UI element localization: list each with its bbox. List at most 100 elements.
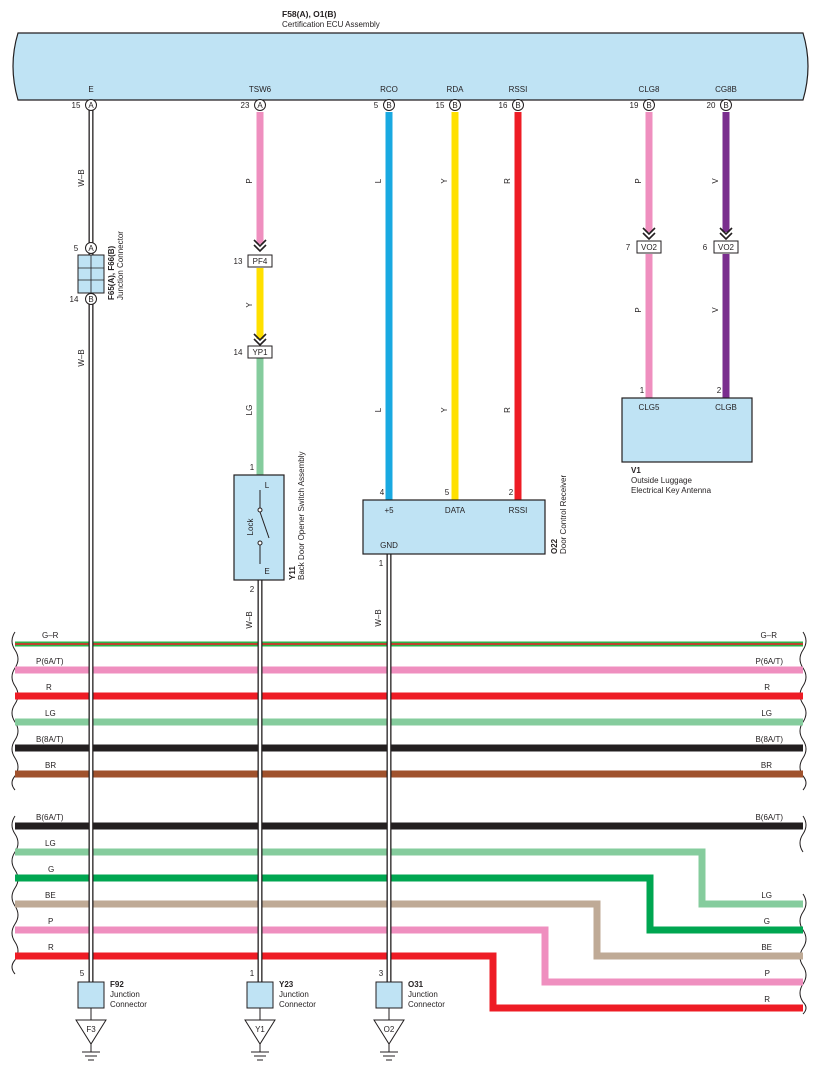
hu-label-right-3: LG xyxy=(761,709,772,718)
label-e-wb-top: W–B xyxy=(77,169,86,186)
o31-ref: O31 xyxy=(408,980,424,989)
hu-label-left-3: LG xyxy=(45,709,56,718)
hu-label-right-5: BR xyxy=(761,761,772,770)
f65-name: Junction Connector xyxy=(116,231,125,300)
ground-f3-label: F3 xyxy=(86,1025,96,1034)
connector-yp1: YP1 14 xyxy=(234,333,273,359)
connector-vo2-6: VO2 6 xyxy=(703,227,739,254)
pf4-name: PF4 xyxy=(253,257,268,266)
hl-label-left-1: G xyxy=(48,865,54,874)
f65-pin-top: 5 xyxy=(74,244,79,253)
harness-lower xyxy=(15,822,803,1012)
svg-text:B: B xyxy=(386,101,391,110)
ground-icon xyxy=(82,1044,100,1061)
label-rco-l1: L xyxy=(374,178,383,183)
v1-label-clg5: CLG5 xyxy=(639,403,660,412)
y11-pin-bottom: 2 xyxy=(250,585,255,594)
label-gnd-wb: W–B xyxy=(374,609,383,626)
pin-label-cg8b: CG8B xyxy=(715,85,737,94)
ecu-pin-clg8-num: 19 xyxy=(630,101,639,110)
label-rda-y2: Y xyxy=(440,407,449,413)
ground-icon xyxy=(380,1044,398,1061)
label-tsw-p: P xyxy=(245,178,254,183)
vo2-7-pin: 7 xyxy=(626,243,631,252)
ecu-pin-rco: B 5 xyxy=(374,99,395,111)
svg-text:A: A xyxy=(257,101,263,110)
ecu-name: Certification ECU Assembly xyxy=(282,20,380,29)
hu-label-left-0: G–R xyxy=(42,631,59,640)
pin-label-e: E xyxy=(88,85,93,94)
ecu-pin-cg8b-num: 20 xyxy=(707,101,716,110)
hl-label-left-0: LG xyxy=(45,839,56,848)
label-rssi-r2: R xyxy=(503,407,512,413)
harness-break-left xyxy=(11,631,19,975)
y23-ref: Y23 xyxy=(279,980,294,989)
hl-label-left-3: P xyxy=(48,917,53,926)
o22-pin-5: 5 xyxy=(445,488,450,497)
ecu-pin-rssi: B 16 xyxy=(499,99,524,111)
hl-label-right-3: P xyxy=(765,969,770,978)
label-tsw-lg: LG xyxy=(245,405,254,416)
ecu-pin-rssi-num: 16 xyxy=(499,101,508,110)
hu-label-left-5: BR xyxy=(45,761,56,770)
connector-vo2-7: VO2 7 xyxy=(626,227,662,254)
hu-label-right-4: B(8A/T) xyxy=(755,735,783,744)
yp1-name: YP1 xyxy=(252,348,268,357)
label-clg8-p1: P xyxy=(634,178,643,183)
label-rco-l2: L xyxy=(374,407,383,412)
svg-text:B: B xyxy=(723,101,728,110)
o22-name: Door Control Receiver xyxy=(559,475,568,554)
o22-label-plus5: +5 xyxy=(384,506,394,515)
vo2-7-name: VO2 xyxy=(641,243,658,252)
ecu-pin-rda: B 15 xyxy=(436,99,461,111)
ground-y1-label: Y1 xyxy=(255,1025,265,1034)
o22-pin-2: 2 xyxy=(509,488,514,497)
harness-upper-labels: G–R P(6A/T) R LG B(8A/T) BR G–R P(6A/T) … xyxy=(36,631,783,770)
v1-label-clgb: CLGB xyxy=(715,403,737,412)
svg-text:A: A xyxy=(88,244,94,253)
ecu-pin-rda-num: 15 xyxy=(436,101,445,110)
y11-term-e: E xyxy=(264,567,269,576)
hu-label-right-1: P(6A/T) xyxy=(755,657,783,666)
wb-wires-overlay xyxy=(88,630,392,985)
svg-text:B: B xyxy=(646,101,651,110)
hl-label-b-left: B(6A/T) xyxy=(36,813,64,822)
y11-term-l: L xyxy=(265,481,270,490)
f65-ref: F65(A), F66(B) xyxy=(107,245,116,300)
label-rda-y1: Y xyxy=(440,178,449,184)
pin-label-tsw6: TSW6 xyxy=(249,85,272,94)
f92-line2: Connector xyxy=(110,1000,147,1009)
vo2-6-pin: 6 xyxy=(703,243,708,252)
v1-name-line1: Outside Luggage xyxy=(631,476,692,485)
ecu-pin-labels: E TSW6 RCO RDA RSSI CLG8 CG8B xyxy=(88,85,737,94)
svg-text:A: A xyxy=(88,101,94,110)
ground-o2-label: O2 xyxy=(384,1025,395,1034)
ecu-pin-cg8b: B 20 xyxy=(707,99,732,111)
junction-o31: 3 O31 Junction Connector O2 xyxy=(373,969,445,1061)
y23-line2: Connector xyxy=(279,1000,316,1009)
ecu-pin-e: A 15 xyxy=(72,99,97,111)
y23-pin: 1 xyxy=(250,969,255,978)
f92-ref: F92 xyxy=(110,980,124,989)
svg-text:B: B xyxy=(88,295,93,304)
label-tsw-y: Y xyxy=(245,302,254,308)
ecu-pin-tsw6: A 23 xyxy=(241,99,266,111)
o31-pin: 3 xyxy=(379,969,384,978)
switch-y11: 1 2 L E Lock Y11 Back Door Opener Switch… xyxy=(233,452,306,594)
f92-pin: 5 xyxy=(80,969,85,978)
o31-line1: Junction xyxy=(408,990,438,999)
label-clg8-p2: P xyxy=(634,307,643,312)
ecu-pin-e-num: 15 xyxy=(72,101,81,110)
ecu-assembly-body xyxy=(12,32,809,101)
pf4-pin: 13 xyxy=(234,257,243,266)
hl-label-right-0: LG xyxy=(761,891,772,900)
wire-color-labels: W–B W–B P Y LG W–B L L Y Y R R W–B P P V… xyxy=(77,169,720,628)
y11-ref: Y11 xyxy=(288,566,297,580)
y23-line1: Junction xyxy=(279,990,309,999)
pin-label-rda: RDA xyxy=(447,85,465,94)
ground-icon xyxy=(251,1044,269,1061)
harness-upper xyxy=(15,641,803,778)
ecu-pins: A 15 A 23 B 5 B 15 B 16 B 19 xyxy=(72,99,732,111)
o22-pin-4: 4 xyxy=(380,488,385,497)
